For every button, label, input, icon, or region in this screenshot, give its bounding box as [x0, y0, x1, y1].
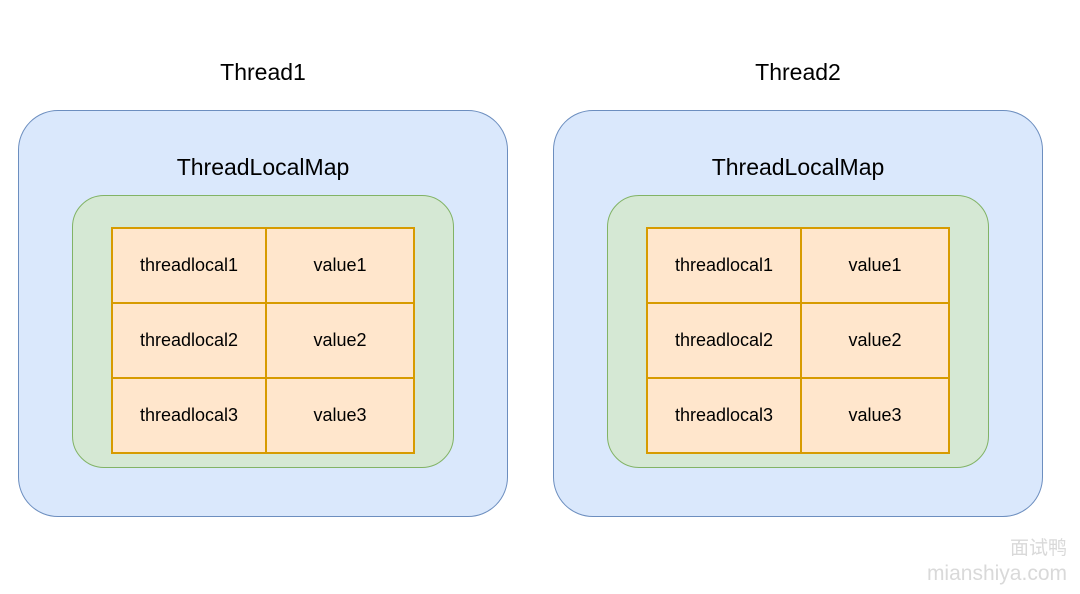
- thread2-map-title: ThreadLocalMap: [711, 154, 885, 180]
- thread2-entries-table: threadlocal1 value1 threadlocal2 value2 …: [646, 227, 951, 454]
- table-row: threadlocal3 value3: [111, 377, 416, 454]
- thread2-map-box: threadlocal1 value1 threadlocal2 value2 …: [607, 195, 989, 468]
- watermark-domain: mianshiya.com: [926, 561, 1067, 585]
- entry-value-cell: value2: [264, 302, 416, 379]
- entry-key-cell: threadlocal1: [111, 227, 267, 304]
- table-row: threadlocal2 value2: [111, 302, 416, 379]
- entry-value-cell: value2: [799, 302, 951, 379]
- thread2-box: ThreadLocalMap threadlocal1 value1 threa…: [553, 110, 1043, 517]
- entry-value-cell: value1: [799, 227, 951, 304]
- entry-key-cell: threadlocal3: [111, 377, 267, 454]
- watermark-brand-cn: 面试鸭: [1009, 538, 1067, 560]
- thread1-map-box: threadlocal1 value1 threadlocal2 value2 …: [72, 195, 454, 468]
- thread1-entries-table: threadlocal1 value1 threadlocal2 value2 …: [111, 227, 416, 454]
- entry-value-cell: value3: [264, 377, 416, 454]
- entry-key-cell: threadlocal2: [111, 302, 267, 379]
- table-row: threadlocal1 value1: [111, 227, 416, 304]
- thread2-title: Thread2: [755, 59, 841, 85]
- entry-key-cell: threadlocal2: [646, 302, 802, 379]
- watermark: 面试鸭 mianshiya.com: [927, 538, 1067, 586]
- table-row: threadlocal1 value1: [646, 227, 951, 304]
- table-row: threadlocal3 value3: [646, 377, 951, 454]
- entry-key-cell: threadlocal1: [646, 227, 802, 304]
- table-row: threadlocal2 value2: [646, 302, 951, 379]
- thread1-group: Thread1 ThreadLocalMap threadlocal1 valu…: [18, 55, 508, 517]
- thread1-box: ThreadLocalMap threadlocal1 value1 threa…: [18, 110, 508, 517]
- thread1-map-title: ThreadLocalMap: [176, 154, 350, 180]
- thread2-group: Thread2 ThreadLocalMap threadlocal1 valu…: [553, 55, 1043, 517]
- entry-value-cell: value3: [799, 377, 951, 454]
- thread1-title: Thread1: [220, 59, 306, 85]
- entry-value-cell: value1: [264, 227, 416, 304]
- entry-key-cell: threadlocal3: [646, 377, 802, 454]
